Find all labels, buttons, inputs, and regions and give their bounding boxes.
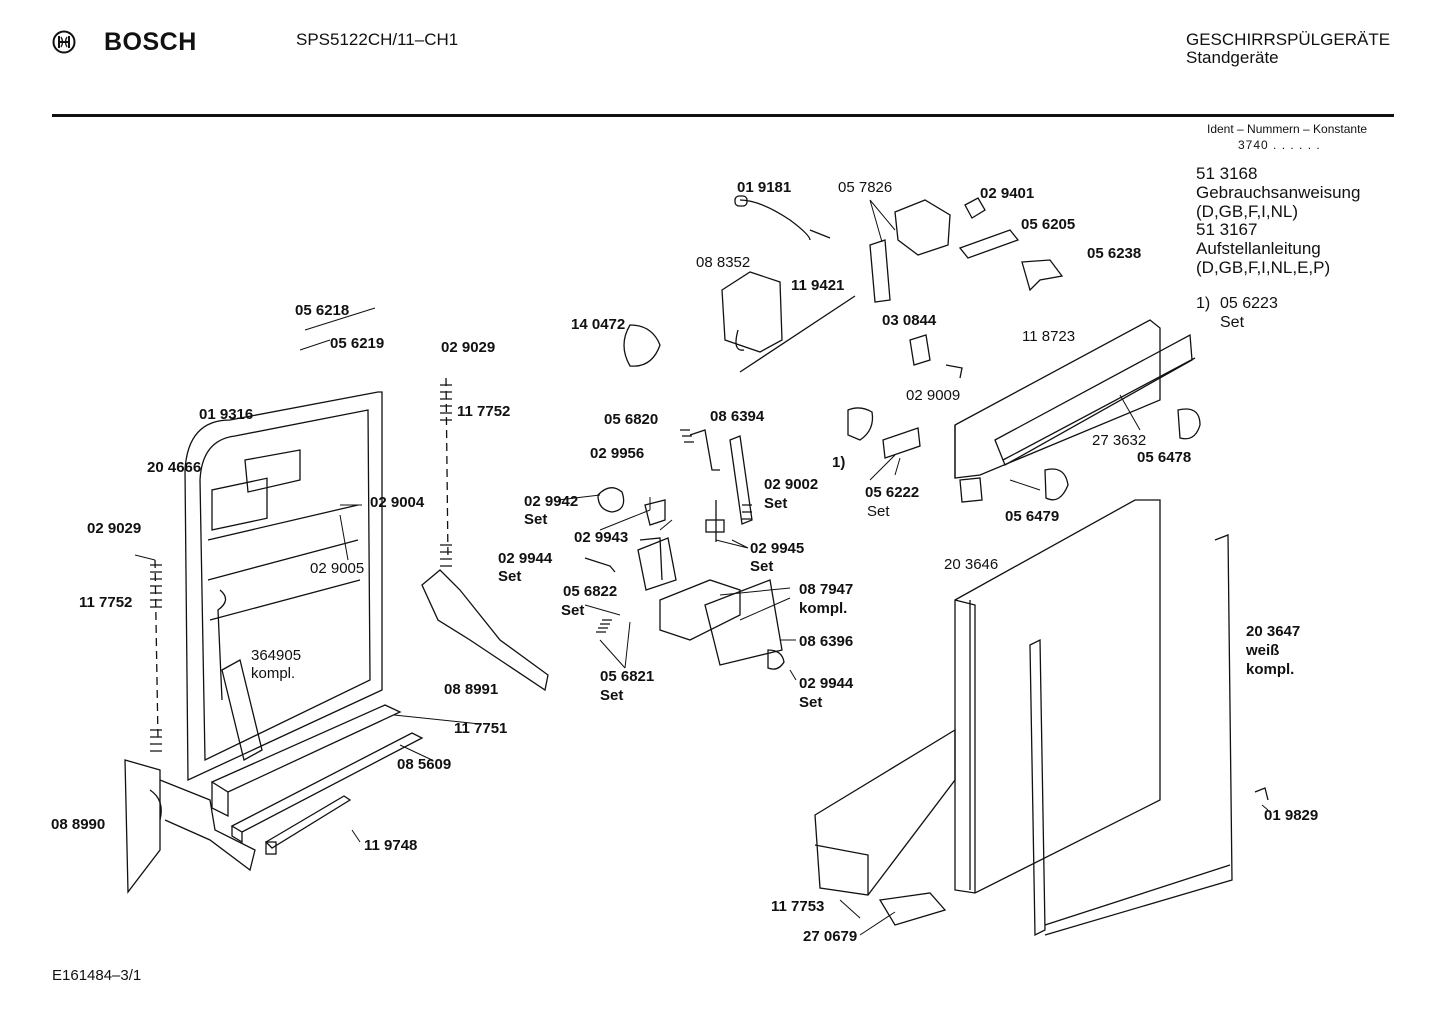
header-divider <box>52 114 1394 117</box>
part-label-029944: 02 9944 <box>799 675 854 692</box>
part-label-029004: 02 9004 <box>370 494 425 511</box>
part-label-203647: 20 3647 <box>1246 623 1301 640</box>
kompl-label: kompl. <box>1246 661 1295 678</box>
part-label-364905: 364905 <box>251 647 302 664</box>
part-label-117752: 11 7752 <box>79 594 133 611</box>
model-number: SPS5122CH/11–CH1 <box>296 30 459 49</box>
part-label-088990: 08 8990 <box>51 816 106 833</box>
part-label-087947: 08 7947 <box>799 581 854 598</box>
hinge-assembly-drawing <box>124 559 256 894</box>
part-label-085609: 08 5609 <box>397 756 452 773</box>
part-label-029943: 02 9943 <box>574 529 629 546</box>
part-label-086396: 08 6396 <box>799 633 854 650</box>
part-label-019181: 01 9181 <box>737 179 792 196</box>
part-label-029029: 02 9029 <box>87 520 142 537</box>
plinth-drawing <box>814 728 1269 926</box>
part-label-056478: 05 6478 <box>1137 449 1192 466</box>
brand-name: BOSCH <box>104 28 197 56</box>
part-label-056822: 05 6822 <box>563 583 618 600</box>
doc-name: Gebrauchsanweisung <box>1196 183 1361 202</box>
part-label-273632: 27 3632 <box>1092 432 1147 449</box>
footnote-note: Set <box>1220 314 1245 331</box>
part-label-030844: 03 0844 <box>882 312 937 329</box>
leader-lines <box>134 199 1269 936</box>
control-panel-drawing <box>954 319 1201 503</box>
set-label: Set <box>867 503 890 520</box>
part-label-270679: 27 0679 <box>803 928 858 945</box>
part-label-088991: 08 8991 <box>444 681 499 698</box>
door-lock-drawing <box>584 429 785 670</box>
part-label-029005: 02 9005 <box>310 560 365 577</box>
part-label-086394: 08 6394 <box>710 408 765 425</box>
part-label-204666: 20 4666 <box>147 459 202 476</box>
part-label-029002: 02 9002 <box>764 476 819 493</box>
part-label-119748: 11 9748 <box>364 837 418 854</box>
footnote-number: 05 6223 <box>1220 295 1278 312</box>
set-label: Set <box>561 602 585 619</box>
set-label: Set <box>750 558 774 575</box>
part-label-056222: 05 6222 <box>865 484 920 501</box>
set-label: Set <box>524 511 548 528</box>
doc-name: Aufstellanleitung <box>1196 239 1321 258</box>
part-label-117752: 11 7752 <box>457 403 511 420</box>
set-label: Set <box>600 687 624 704</box>
set-label: Set <box>498 568 522 585</box>
decor-frame-drawing <box>1029 534 1233 937</box>
center-hinge-drawing <box>421 377 549 692</box>
doc-number: 51 3168 <box>1196 164 1258 183</box>
doc-languages: (D,GB,F,I,NL,E,P) <box>1196 258 1331 277</box>
part-label-029401: 02 9401 <box>980 185 1035 202</box>
category-title: GESCHIRRSPÜLGERÄTE <box>1186 30 1391 49</box>
footnote-ref-label: 1) <box>832 454 846 471</box>
doc-languages: (D,GB,F,I,NL) <box>1196 202 1299 221</box>
part-label-088352: 08 8352 <box>696 254 751 271</box>
part-label-029944: 02 9944 <box>498 550 553 567</box>
part-label-117753: 11 7753 <box>771 898 825 915</box>
part-label-019316: 01 9316 <box>199 406 254 423</box>
part-label-056479: 05 6479 <box>1005 508 1060 525</box>
bottom-strip-drawing <box>210 704 424 855</box>
ident-code: 3740 . . . . . . <box>1238 138 1321 152</box>
drawing-code: E161484–3/1 <box>52 967 142 984</box>
part-label-056238: 05 6238 <box>1087 245 1142 262</box>
part-label-117751: 11 7751 <box>454 720 508 737</box>
bosch-logo-icon <box>52 30 76 59</box>
color-label: weiß <box>1246 642 1280 659</box>
part-label-056218: 05 6218 <box>295 302 350 319</box>
part-label-056821: 05 6821 <box>600 668 655 685</box>
kompl-label: kompl. <box>799 600 848 617</box>
part-label-029956: 02 9956 <box>590 445 645 462</box>
part-label-019829: 01 9829 <box>1264 807 1319 824</box>
doc-number: 51 3167 <box>1196 220 1258 239</box>
part-label-029009: 02 9009 <box>906 387 961 404</box>
part-label-029942: 02 9942 <box>524 493 579 510</box>
part-label-119421: 11 9421 <box>791 277 845 294</box>
part-label-056205: 05 6205 <box>1021 216 1076 233</box>
part-label-056820: 05 6820 <box>604 411 659 428</box>
top-components-drawing <box>623 195 1064 459</box>
subcategory-title: Standgeräte <box>1186 48 1279 67</box>
ident-title: Ident – Nummern – Konstante <box>1207 122 1368 136</box>
part-label-057826: 05 7826 <box>838 179 893 196</box>
part-label-203646: 20 3646 <box>944 556 999 573</box>
set-label: Set <box>799 694 823 711</box>
footnote-marker: 1) <box>1196 295 1211 312</box>
kompl-label: kompl. <box>251 665 296 682</box>
set-label: Set <box>764 495 788 512</box>
outer-door-panel-drawing <box>954 499 1161 894</box>
door-inner-panel-drawing <box>184 391 383 782</box>
part-label-140472: 14 0472 <box>571 316 626 333</box>
part-label-118723: 11 8723 <box>1022 328 1076 345</box>
part-label-029945: 02 9945 <box>750 540 805 557</box>
part-label-029029: 02 9029 <box>441 339 496 356</box>
dispenser-kit-drawing <box>221 659 263 761</box>
part-label-056219: 05 6219 <box>330 335 385 352</box>
